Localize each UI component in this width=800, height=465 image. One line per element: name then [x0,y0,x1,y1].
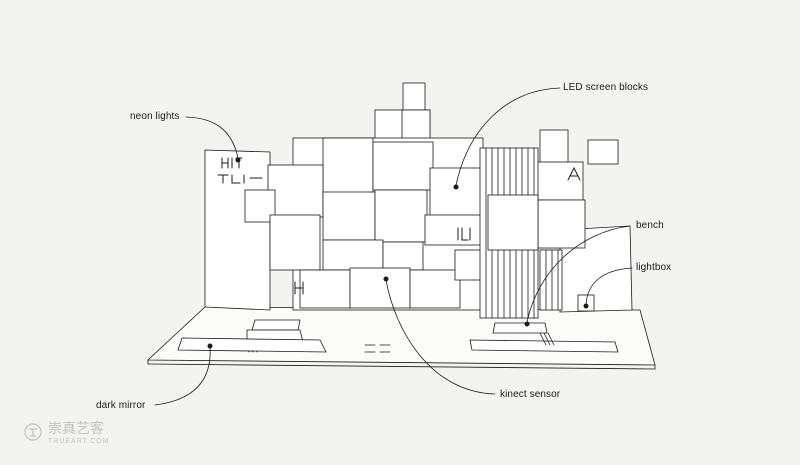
left-wall [204,149,271,311]
neon-light-glyphs [217,157,581,295]
marker-bench [524,321,530,327]
label-lightbox: lightbox [636,262,672,273]
leader-neon-lights [185,116,239,159]
led-screen-blocks [244,82,619,311]
leader-lightbox [585,267,633,306]
watermark-main-text: 崇真艺客 [48,421,104,437]
logo-mark-icon [24,422,42,441]
leader-bench [526,225,631,323]
label-neon-lights: neon lights [130,111,180,122]
leader-kinect-sensor [385,279,496,395]
marker-lightbox [583,303,589,309]
floor-elements [177,319,619,353]
watermark: 崇真艺客 TRUEART.COM [24,418,109,445]
label-bench: bench [636,220,664,231]
marker-led [453,184,459,190]
label-dark-mirror: dark mirror [96,400,146,411]
watermark-sub-text: TRUEART.COM [48,438,110,445]
floor-platform [146,306,656,366]
marker-mirror [207,343,213,349]
label-led-screen-blocks: LED screen blocks [563,82,649,93]
label-kinect-sensor: kinect sensor [500,389,561,400]
marker-neon [235,157,241,163]
slatted-panel [479,147,563,319]
leader-dark-mirror [154,346,211,406]
marker-kinect [383,276,389,282]
leader-led-screen [455,87,561,186]
